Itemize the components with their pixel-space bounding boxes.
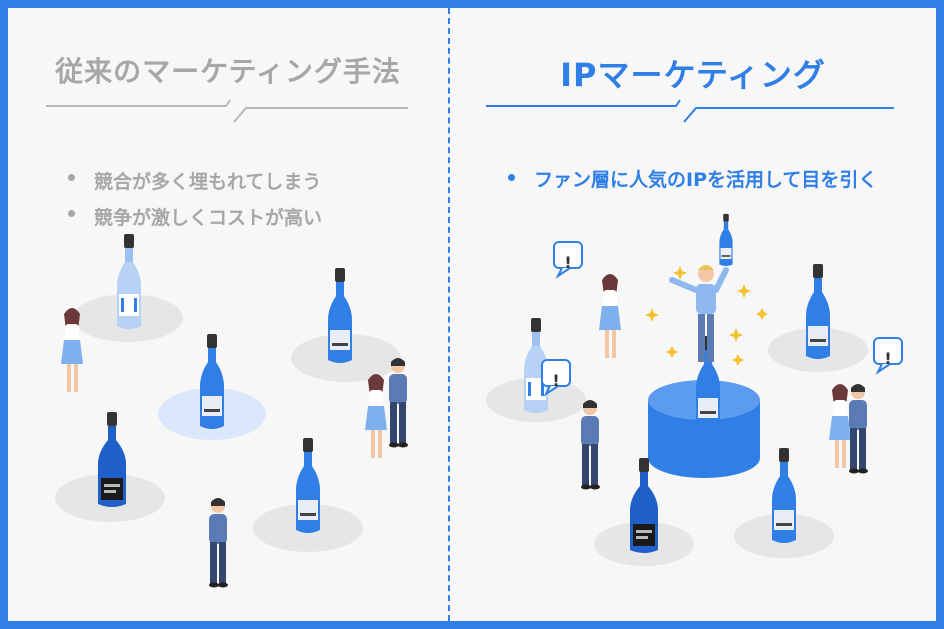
sparkle-icons [645,266,768,366]
illustration-layer: ! ! ! [46,99,903,588]
bottle-icon [772,448,796,543]
left-heading-underline [46,99,408,123]
bottle-icon [98,412,126,507]
man-figure-icon [849,384,868,474]
left-scene [55,234,408,588]
man-figure-icon [389,358,408,448]
callout-mark: ! [564,253,571,272]
callout-mark: ! [552,371,559,390]
left-heading: 従来のマーケティング手法 [55,55,401,88]
man-figure-icon [209,498,228,588]
left-bullet-item: 競争が激しくコストが高い [68,200,322,236]
woman-figure-icon [365,374,387,458]
right-scene: ! ! ! [486,213,903,566]
right-heading-underline [486,99,894,123]
callout-mark: ! [884,349,891,368]
right-bullet-item: ファン層に人気のIPを活用して目を引く [508,164,888,197]
woman-figure-icon [599,274,621,358]
bottle-icon [806,264,830,359]
bottle-icon [328,268,352,363]
left-bullet-list: 競合が多く埋もれてしまう 競争が激しくコストが高い [68,164,322,236]
bottle-icon [630,458,658,553]
left-bullet-item: 競合が多く埋もれてしまう [68,164,322,200]
woman-figure-icon [829,384,851,468]
center-divider [448,8,450,621]
right-heading: IPマーケティング [560,56,826,94]
right-bullet-list: ファン層に人気のIPを活用して目を引く [508,164,888,197]
bottle-icon [117,234,141,329]
cheering-person-icon [669,265,729,362]
callout-bubble: ! [873,337,903,373]
callout-bubble: ! [553,241,583,277]
bottle-icon [296,438,320,533]
callout-bubble: ! [541,359,571,395]
bottle-icon [200,334,224,429]
raised-bottle-icon [719,213,733,267]
man-figure-icon [581,400,600,490]
